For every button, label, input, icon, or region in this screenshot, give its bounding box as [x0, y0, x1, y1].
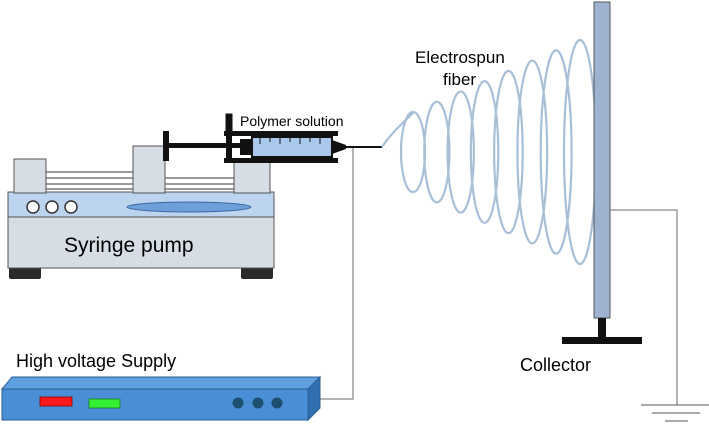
- collector-plate: [593, 1, 611, 319]
- needle-wire: [320, 148, 354, 400]
- plunger-seal: [240, 139, 252, 155]
- wires: [320, 148, 678, 405]
- syringe-graduations: [259, 137, 321, 144]
- pump-button-2: [45, 200, 59, 214]
- fiber-label-line1: Electrospun: [415, 48, 505, 67]
- polymer-label: Polymer solution: [240, 113, 344, 129]
- pump-body: [7, 215, 275, 269]
- high-voltage-supply: High voltage Supply: [0, 351, 322, 422]
- ground-wire: [610, 209, 678, 405]
- pump-end-block: [13, 158, 47, 194]
- syringe-bracket: [225, 113, 233, 133]
- supply-red-display: [39, 396, 73, 407]
- collector-label: Collector: [520, 355, 591, 375]
- electrospun-fiber: [381, 38, 598, 266]
- syringe: Polymer solution: [163, 113, 382, 163]
- syringe-pump: Syringe pump: [7, 145, 275, 279]
- collector: Collector: [520, 1, 642, 375]
- supply-knob-2: [252, 397, 264, 409]
- pump-window: [126, 201, 252, 213]
- supply-green-display: [88, 398, 121, 409]
- supply-label: High voltage Supply: [16, 351, 176, 371]
- syringe-clamp-top: [224, 131, 338, 136]
- supply-top-face: [0, 376, 322, 390]
- pump-button-1: [26, 200, 40, 214]
- plunger-rod: [166, 143, 240, 148]
- syringe-tip: [332, 140, 346, 154]
- supply-knob-3: [271, 397, 283, 409]
- pump-syringe-holder: [233, 158, 271, 194]
- supply-knob-1: [232, 397, 244, 409]
- collector-base: [562, 337, 642, 344]
- pump-button-3: [64, 200, 78, 214]
- pump-rails: [44, 171, 236, 190]
- syringe-clamp-bottom: [224, 158, 338, 163]
- fiber-spiral: [381, 38, 598, 266]
- ground-symbol-icon: [641, 404, 709, 422]
- collector-stem: [598, 318, 606, 338]
- pump-pusher-block: [132, 145, 166, 194]
- syringe-clamp-end: [226, 133, 232, 161]
- fiber-label-line2: fiber: [443, 70, 476, 89]
- pump-label: Syringe pump: [64, 234, 194, 257]
